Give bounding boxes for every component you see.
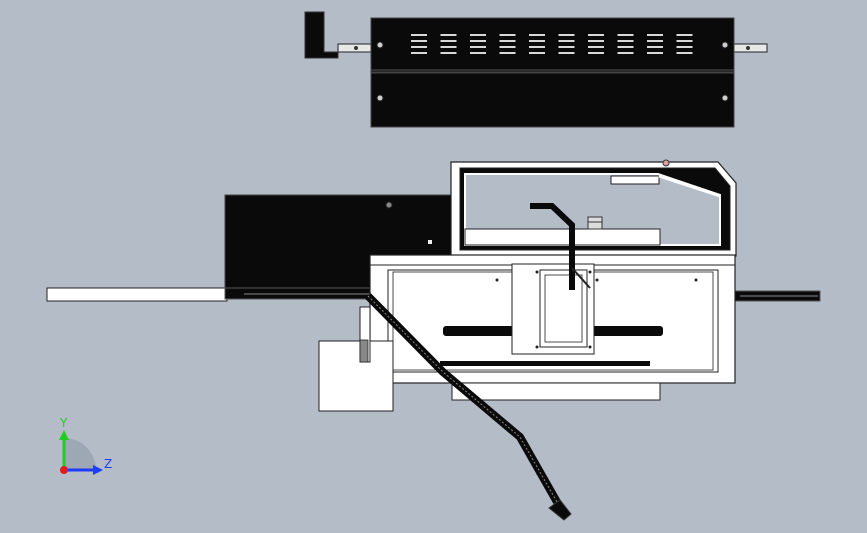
upper-vent-panel [370,17,735,73]
vent-slot [647,34,663,36]
vent-slot [617,52,634,54]
vent-slot [647,40,663,42]
vent-slot [470,34,486,36]
screw [721,94,729,102]
vent-slot [617,40,634,42]
screw [376,41,384,49]
vent-slot [558,34,575,36]
vent-slot [470,46,486,48]
vent-slot [676,46,693,48]
lower-cover-panel [370,72,735,128]
vent-slot [588,52,604,54]
vent-slot [499,40,516,42]
vent-slot [440,46,457,48]
vent-slot [470,52,486,54]
vent-slot [440,34,457,36]
vent-slot [558,52,575,54]
vent-slot [499,46,516,48]
vent-slot [676,34,693,36]
screw [376,94,384,102]
hole [385,201,393,209]
vent-slot [676,52,693,54]
vent-slot [529,46,545,48]
left-rail [46,287,228,302]
vent-slot [588,46,604,48]
motor-block [318,340,394,412]
bottom-tray [451,382,661,401]
vent-slot [558,40,575,42]
l-bracket-handle [304,11,339,59]
vent-slot [529,52,545,54]
vent-slot [440,40,457,42]
vent-slot [470,40,486,42]
arm-tip [548,499,572,521]
diagonal-arm[interactable] [365,293,572,521]
vent-slot [617,34,634,36]
vent-slot [440,52,457,54]
y-axis-label: Y [59,416,68,430]
vent-slot [647,46,663,48]
vent-slot [411,34,427,36]
vent-slot [499,52,516,54]
vent-slot [499,34,516,36]
vent-slot [676,40,693,42]
vent-slot [588,40,604,42]
indicator-light [662,159,670,167]
vent-slot [558,46,575,48]
top-cover-assembly[interactable] [304,11,768,128]
vent-slot [529,34,545,36]
screw [721,41,729,49]
vent-slot [411,52,427,54]
vent-slot [411,46,427,48]
probe-cable [530,203,575,290]
inner-shelf [464,228,661,246]
vent-slot [588,34,604,36]
vent-slot [529,40,545,42]
orientation-triad[interactable]: Y Z [59,416,112,475]
vent-slot [647,52,663,54]
vent-slot [411,40,427,42]
vent-slot [617,46,634,48]
z-axis-label: Z [104,457,112,471]
triad-quadrant [64,438,96,470]
vent-slots [411,34,693,54]
main-assembly[interactable] [46,159,821,521]
